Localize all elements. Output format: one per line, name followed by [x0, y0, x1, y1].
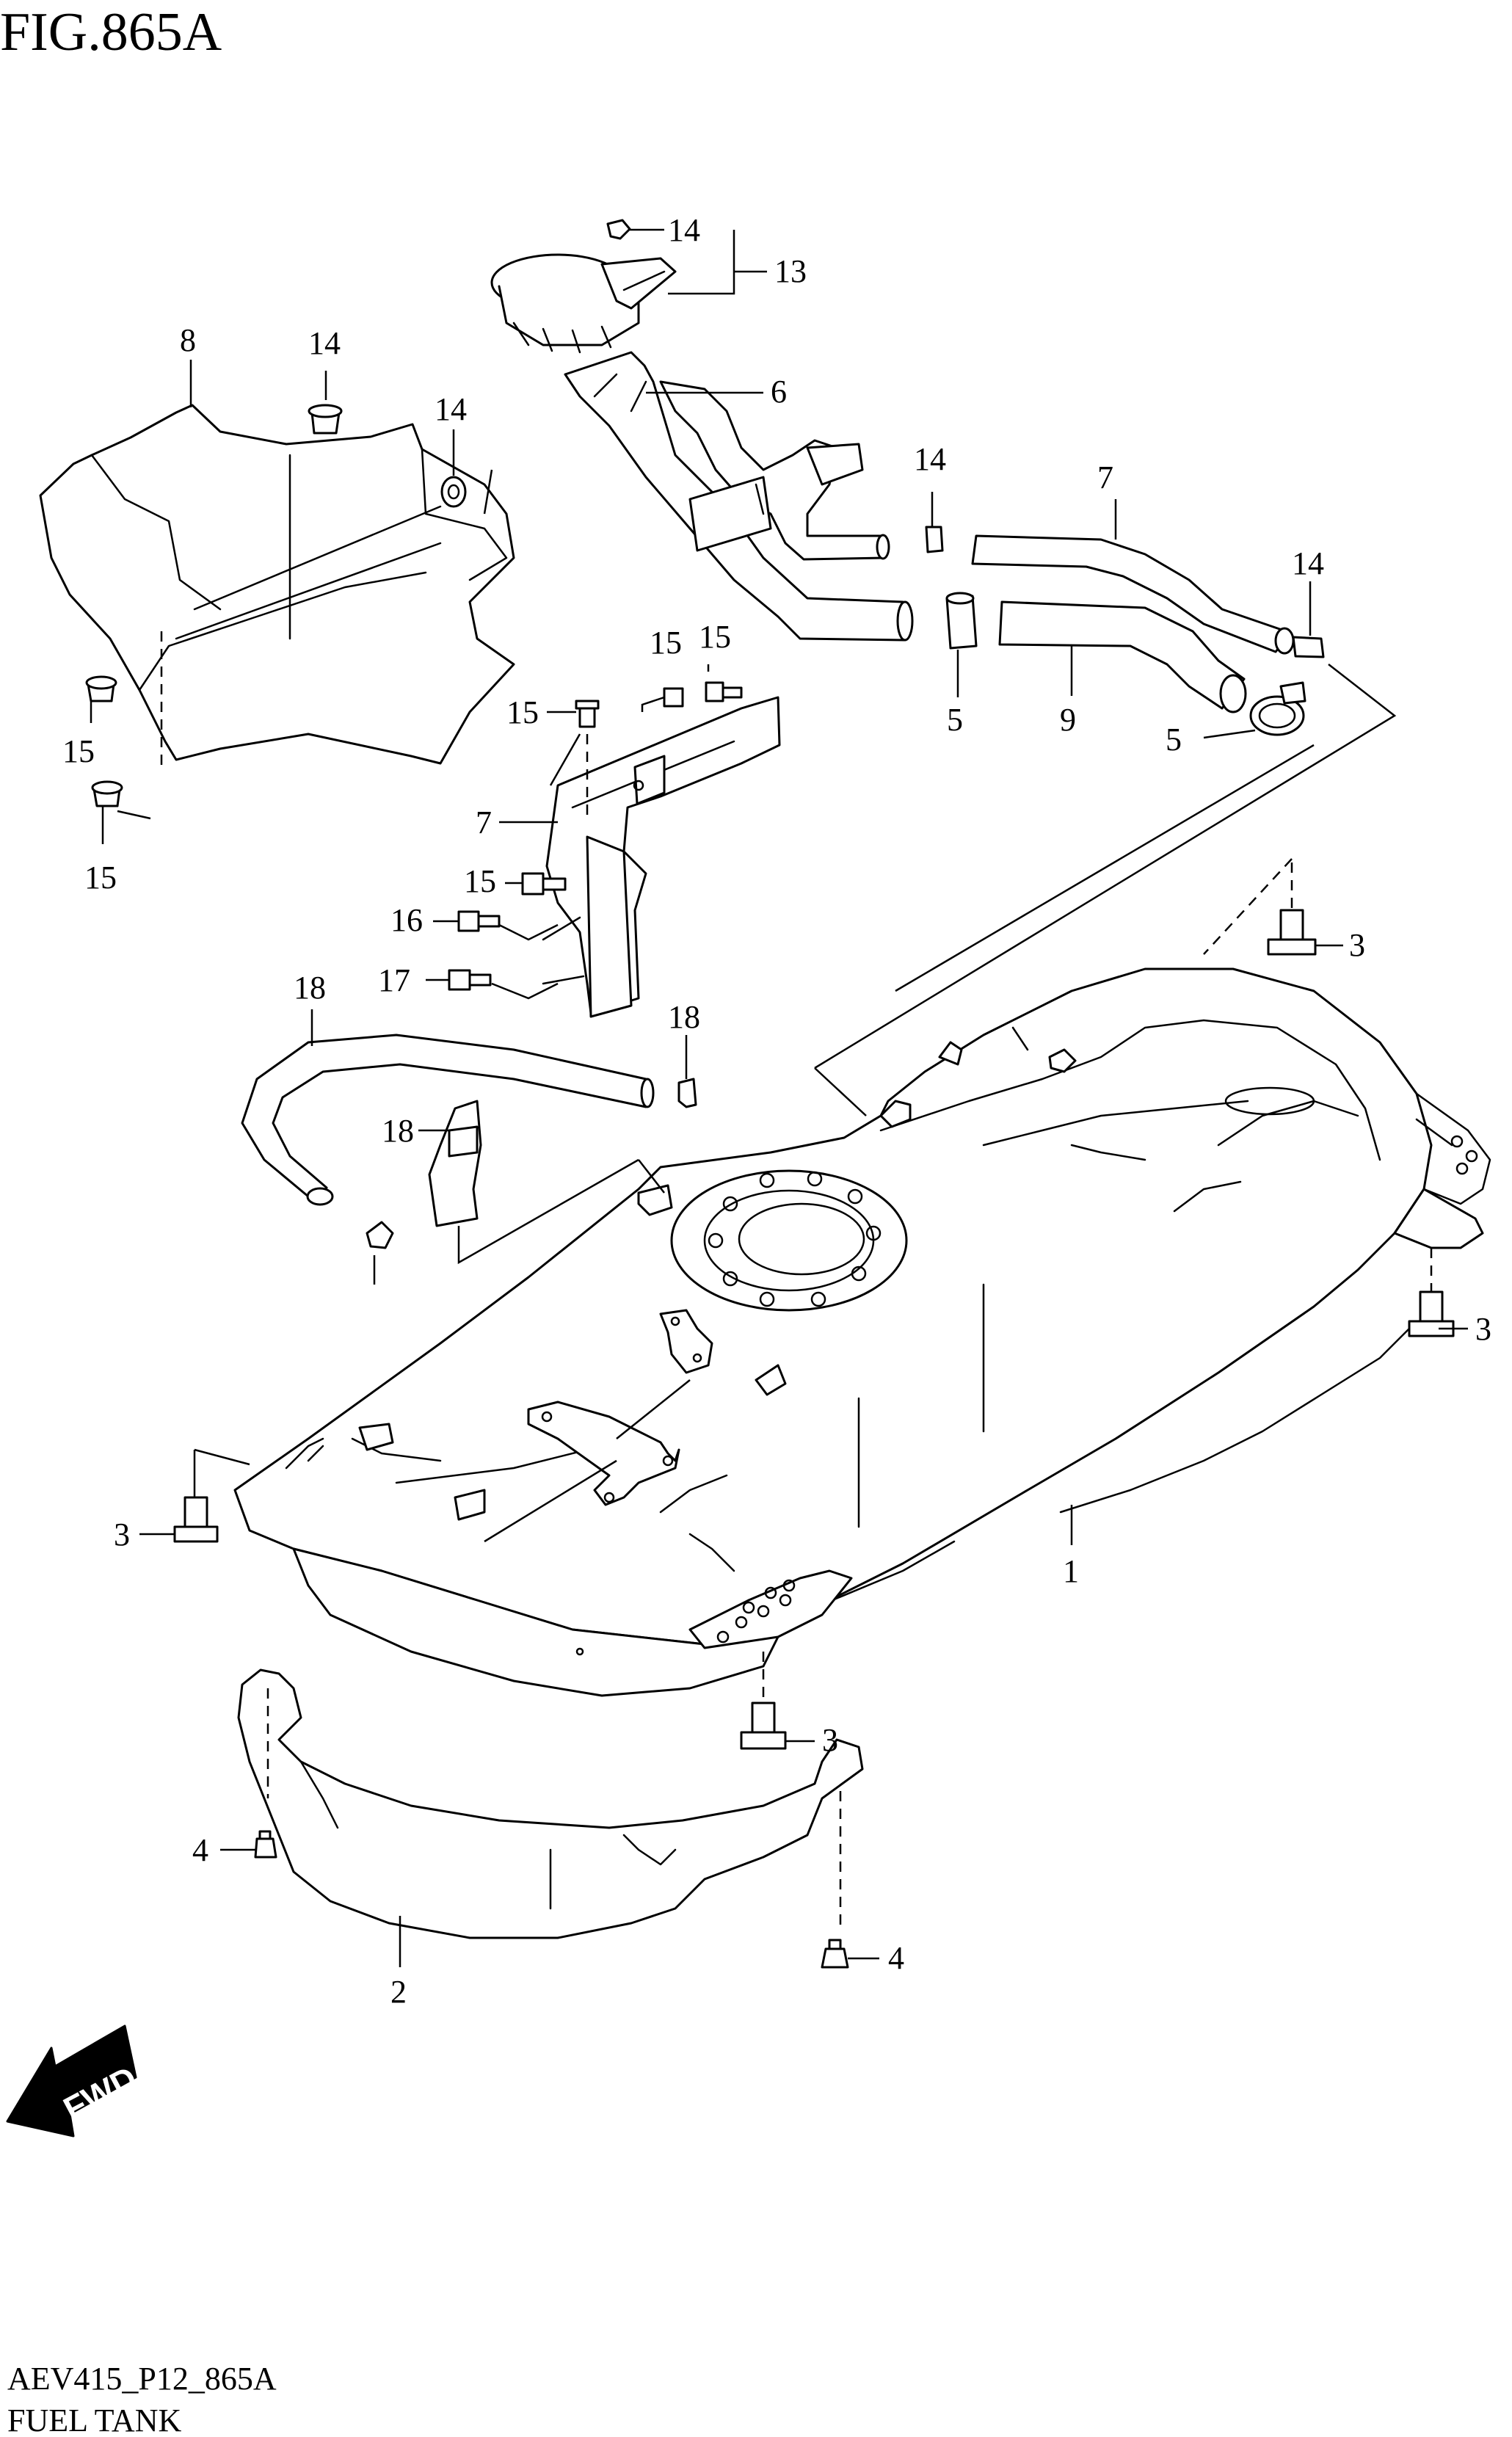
callout-labels: 14 13 6 8 14 14 15 15 14 7 14 5 9 5 15 1… [62, 212, 1491, 2010]
bolt-part-3-left [173, 1496, 219, 1543]
callout-15-f: 17 [378, 962, 410, 998]
hose-part-12 [971, 534, 1295, 655]
callout-6: 6 [771, 374, 787, 410]
callout-12: 7 [1097, 460, 1113, 495]
bolt-part-15-a [575, 700, 600, 728]
callout-5-left: 5 [947, 702, 963, 738]
bolt-part-15-f [448, 969, 492, 991]
figure-title: FIG.865A [0, 2, 222, 62]
bolt-part-15-e [457, 910, 501, 932]
grommet-part-14-right [440, 476, 467, 508]
callout-1: 1 [1063, 1553, 1079, 1589]
figure-caption: FUEL TANK [7, 2403, 181, 2437]
callout-8: 8 [180, 322, 196, 358]
filler-cap-part-10 [490, 253, 677, 354]
callout-3-bottom: 3 [822, 1722, 838, 1758]
callout-15-e: 16 [390, 902, 423, 938]
callout-9: 9 [1060, 702, 1076, 738]
callout-13-top: 14 [914, 441, 946, 477]
callout-14-left-a: 15 [62, 733, 95, 769]
fuel-tank-part-1 [233, 967, 1491, 1697]
heat-shield-part-8 [39, 404, 515, 771]
nut-part-4-right [821, 1939, 849, 1969]
grommet-part-14-left-a [85, 675, 117, 702]
callout-15-c: 15 [699, 619, 731, 655]
bolt-part-15-b [663, 687, 684, 708]
callout-14-right: 14 [435, 391, 467, 427]
hose-holder-part-16 [428, 1100, 482, 1227]
callout-5-right: 5 [1166, 722, 1182, 758]
callout-18-top: 18 [668, 999, 700, 1035]
grommet-part-14-left-b [91, 780, 123, 807]
bolt-part-3-right-top [1267, 909, 1317, 956]
callout-13-right: 14 [1292, 545, 1324, 581]
callout-15-b: 15 [650, 625, 682, 661]
protector-part-2 [237, 1668, 864, 1939]
filler-neck-part-6 [564, 351, 914, 642]
callout-10: 13 [774, 253, 807, 289]
callout-14-top: 14 [308, 325, 341, 361]
clip-part-18-bottom [366, 1221, 394, 1249]
callout-4-right: 4 [888, 1940, 904, 1976]
callout-3-right-mid: 3 [1475, 1311, 1491, 1347]
callout-4-left: 4 [192, 1832, 208, 1868]
clip-part-13-top [925, 526, 944, 553]
callout-3-right-top: 3 [1349, 927, 1365, 963]
callout-15-a: 15 [506, 694, 539, 730]
grommet-part-14-top [308, 404, 343, 435]
fwd-arrow-icon: FWD [6, 2024, 143, 2138]
bolt-part-15-d [521, 872, 567, 896]
callout-17: 18 [294, 970, 326, 1006]
clip-part-13-right [1292, 636, 1325, 658]
clip-part-18-top [677, 1078, 697, 1108]
callout-3-left: 3 [114, 1517, 130, 1552]
hose-clamp-part-5-right [1249, 681, 1306, 736]
hose-clamp-part-5-left [945, 592, 978, 650]
leader-lines [90, 228, 1468, 1967]
callout-11: 14 [668, 212, 700, 248]
callout-7: 7 [476, 805, 492, 840]
figure-code: AEV415_P12_865A [7, 2361, 277, 2397]
callout-2: 2 [390, 1974, 407, 2010]
cap-clip-part-11 [606, 219, 631, 240]
nut-part-4-left [254, 1830, 277, 1859]
breather-hose-part-17 [241, 1034, 655, 1206]
callout-14-left-b: 15 [84, 860, 117, 896]
callout-15-d: 15 [464, 863, 496, 899]
callout-16: 18 [382, 1113, 414, 1149]
hose-part-9 [998, 600, 1247, 713]
bolt-part-3-bottom [740, 1701, 787, 1750]
bolt-part-15-c [705, 681, 743, 702]
bolt-part-3-right-mid [1408, 1290, 1455, 1337]
bracket-part-7 [542, 696, 781, 1018]
